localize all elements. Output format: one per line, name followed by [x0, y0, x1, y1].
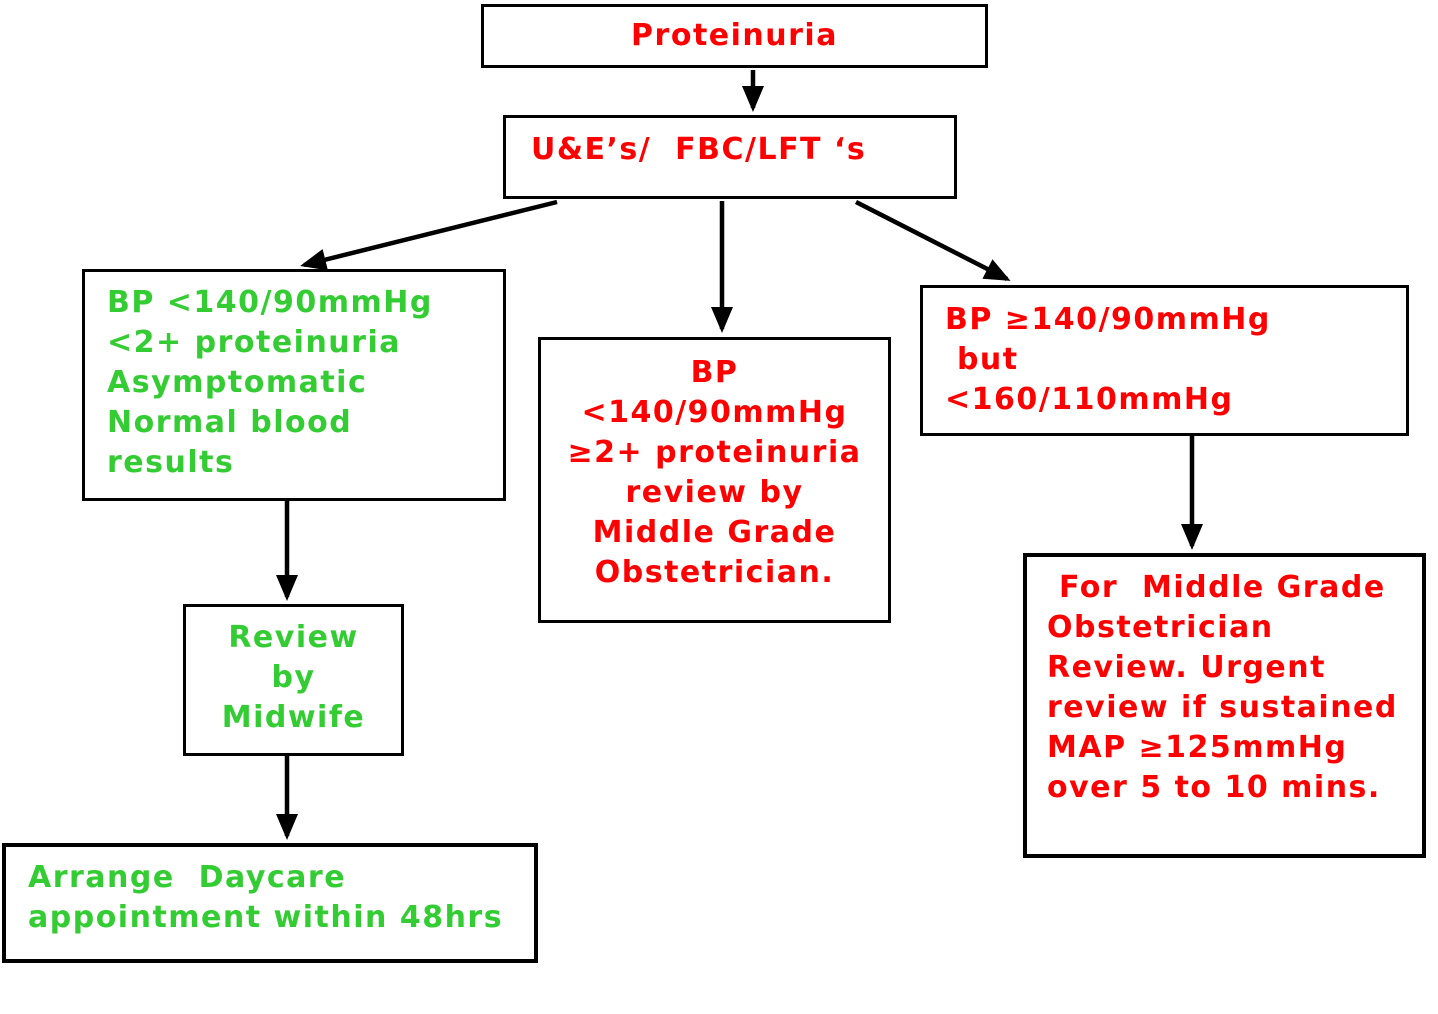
node-arrange-daycare-appointment: Arrange Daycare appointment within 48hrs [2, 843, 538, 963]
node-bp-normal-low-proteinuria: BP <140/90mmHg <2+ proteinuria Asymptoma… [82, 269, 506, 501]
arrow-investigations-to-bp-normal [300, 199, 558, 271]
node-obstetrician-review: For Middle Grade Obstetrician Review. Ur… [1023, 553, 1426, 858]
node-bp-raised-moderate: BP ≥140/90mmHg but <160/110mmHg [920, 285, 1409, 436]
node-bp-normal-high-proteinuria: BP <140/90mmHg ≥2+ proteinuria review by… [538, 337, 891, 623]
node-proteinuria: Proteinuria [481, 4, 988, 68]
node-investigations-ue-fbc-lft: U&E’s/ FBC/LFT ‘s [503, 115, 957, 199]
node-review-by-midwife: Review by Midwife [183, 604, 404, 756]
arrow-investigations-to-bp-raised [854, 199, 1011, 282]
